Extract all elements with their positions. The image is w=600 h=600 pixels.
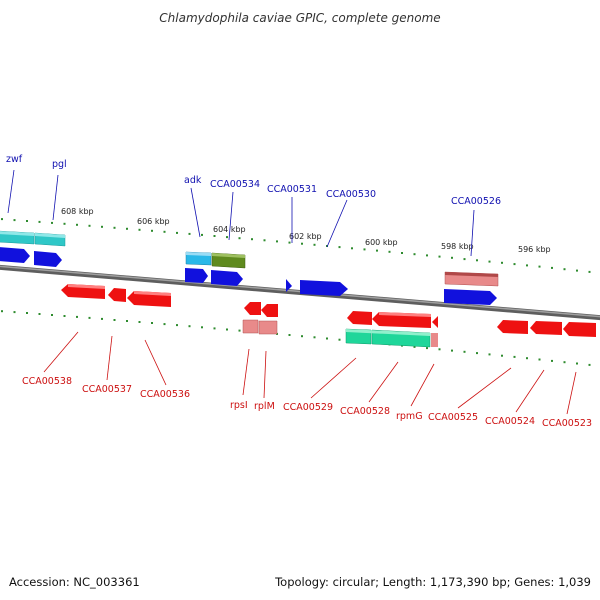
forward-gene-arrow-6 xyxy=(300,280,348,296)
gene-label-rpmg: rpmG xyxy=(396,411,423,422)
gene-label-cca00538: CCA00538 xyxy=(22,376,72,387)
forward-gene-arrow-7 xyxy=(444,289,497,305)
top-label-leaders xyxy=(7,169,475,257)
forward-gene-arrow-1 xyxy=(0,247,30,263)
bottom-label-leaders xyxy=(43,331,577,415)
kbp-label-602: 602 kbp xyxy=(289,232,322,241)
gene-adk-highlight xyxy=(186,252,211,256)
reverse-gene-arrow-7-shine xyxy=(379,312,431,317)
gene-label-cca00534: CCA00534 xyxy=(210,179,260,190)
gene-cca00526-edge xyxy=(445,272,498,277)
bottom-gene-labels: CCA00538 CCA00537 CCA00536 rpsI rplM CCA… xyxy=(22,376,592,429)
scale-labels: 608 kbp 606 kbp 604 kbp 602 kbp 600 kbp … xyxy=(61,207,551,254)
genes-forward-strand xyxy=(0,247,497,305)
reverse-gene-arrow-3-shine xyxy=(134,291,171,296)
gene-rpsi-feature xyxy=(242,319,259,334)
gene-label-cca00528: CCA00528 xyxy=(340,406,390,417)
gene-label-pgl: pgl xyxy=(52,159,67,170)
genome-summary-text: Topology: circular; Length: 1,173,390 bp… xyxy=(274,575,591,589)
kbp-label-608: 608 kbp xyxy=(61,207,94,216)
gene-rpmg-feature xyxy=(431,333,438,347)
kbp-label-604: 604 kbp xyxy=(213,225,246,234)
reverse-gene-arrow-2 xyxy=(108,288,126,302)
gene-rplm-feature xyxy=(258,320,278,335)
gene-label-cca00525: CCA00525 xyxy=(428,412,478,423)
accession-text: Accession: NC_003361 xyxy=(9,575,140,589)
gene-cca00529-shine xyxy=(346,329,430,336)
reverse-gene-arrow-4 xyxy=(244,302,261,315)
forward-gene-arrow-2 xyxy=(34,251,62,267)
genes-upper-row xyxy=(0,230,499,287)
gene-zwf-highlight xyxy=(0,231,34,236)
gene-label-rpsi: rpsI xyxy=(230,400,248,411)
reverse-gene-arrow-11 xyxy=(563,322,596,337)
top-gene-labels: zwf pgl adk CCA00534 CCA00531 CCA00530 C… xyxy=(6,154,501,207)
gene-label-zwf: zwf xyxy=(6,154,23,165)
forward-gene-arrow-5 xyxy=(286,279,292,292)
gene-label-cca00524: CCA00524 xyxy=(485,416,535,427)
gene-label-rplm: rplM xyxy=(254,401,275,412)
gene-label-adk: adk xyxy=(184,175,202,186)
gene-label-cca00531: CCA00531 xyxy=(267,184,317,195)
gene-label-cca00526: CCA00526 xyxy=(451,196,501,207)
kbp-label-598: 598 kbp xyxy=(441,242,474,251)
map-title: Chlamydophila caviae GPIC, complete geno… xyxy=(159,11,440,25)
reverse-gene-arrow-6 xyxy=(347,311,372,325)
gene-cca00534-highlight xyxy=(212,253,245,258)
scale-ticks-bottom xyxy=(1,310,591,366)
kbp-label-606: 606 kbp xyxy=(137,217,170,226)
gene-label-cca00536: CCA00536 xyxy=(140,389,190,400)
forward-gene-arrow-4 xyxy=(211,270,243,286)
genes-lower-row xyxy=(242,319,438,348)
forward-gene-arrow-3 xyxy=(185,268,208,283)
scale-ticks-top xyxy=(1,218,591,273)
kbp-label-596: 596 kbp xyxy=(518,245,551,254)
gene-label-cca00537: CCA00537 xyxy=(82,384,132,395)
reverse-gene-arrow-8 xyxy=(432,316,438,328)
gene-pgl-highlight xyxy=(35,233,65,238)
kbp-label-600: 600 kbp xyxy=(365,238,398,247)
gene-label-cca00529: CCA00529 xyxy=(283,402,333,413)
gene-label-cca00523: CCA00523 xyxy=(542,418,592,429)
genes-reverse-strand xyxy=(61,284,596,337)
reverse-gene-arrow-5 xyxy=(261,304,278,317)
gene-label-cca00530: CCA00530 xyxy=(326,189,376,200)
reverse-gene-arrow-10 xyxy=(530,321,562,335)
reverse-gene-arrow-9 xyxy=(497,320,528,334)
reverse-gene-arrow-1-shine xyxy=(68,284,105,289)
